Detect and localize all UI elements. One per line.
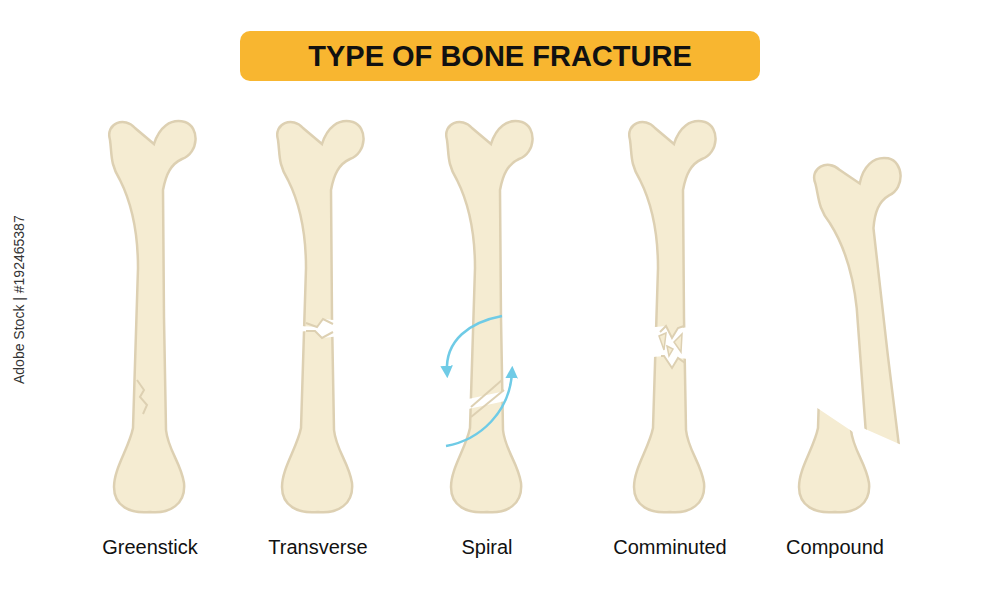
transverse-bone — [277, 121, 363, 512]
twist-arrow — [447, 316, 502, 372]
watermark: Adobe Stock | #192465387 — [11, 215, 27, 384]
fracture-name: Compound — [786, 536, 884, 559]
compound-bone — [794, 121, 939, 554]
spiral-bone — [446, 121, 532, 512]
fracture-name: Greenstick — [102, 536, 198, 559]
fracture-name: Comminuted — [613, 536, 726, 559]
comminuted-bone — [629, 121, 715, 512]
greenstick-bone — [109, 121, 195, 512]
title-text: TYPE OF BONE FRACTURE — [308, 40, 691, 73]
twist-arrow — [446, 372, 512, 446]
title-banner: TYPE OF BONE FRACTURE — [240, 31, 760, 81]
fracture-name: Spiral — [461, 536, 512, 559]
fracture-name: Transverse — [268, 536, 367, 559]
